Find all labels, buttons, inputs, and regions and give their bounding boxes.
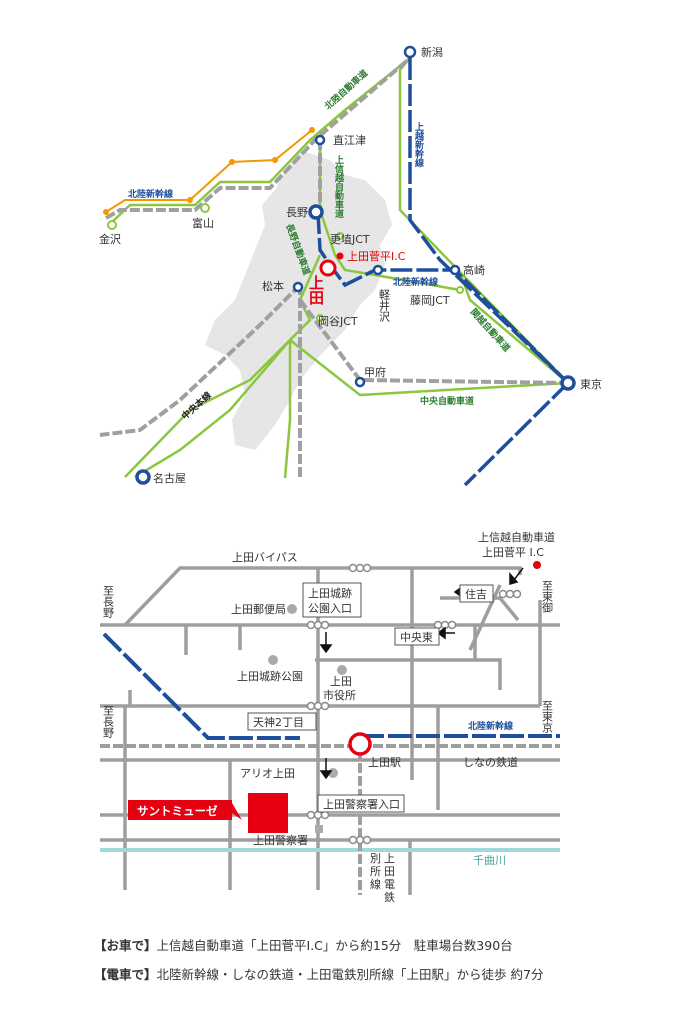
access-car-label: 【お車で】 bbox=[94, 938, 157, 953]
ueda-dentetsu-label: 上 田 電 鉄 bbox=[384, 852, 395, 904]
ic-marker bbox=[533, 561, 541, 569]
direction-to-tokyo: 至東京 bbox=[541, 700, 554, 734]
city-kofu: 甲府 bbox=[364, 365, 386, 379]
access-train-text: 北陸新幹線・しなの鉄道・上田電鉄別所線「上田駅」から徒歩 約7分 bbox=[156, 967, 544, 982]
label-chuo-expressway: 中央自動車道 bbox=[420, 395, 474, 407]
svg-text:線: 線 bbox=[370, 877, 381, 891]
chuo-expressway-south bbox=[283, 340, 292, 479]
town-label-river: 千曲川 bbox=[473, 854, 506, 867]
access-train-label: 【電車で】 bbox=[94, 967, 157, 982]
intersection-chuo-higashi: 中央東 bbox=[400, 631, 433, 644]
intersection-castle-entrance-2: 公園入口 bbox=[308, 602, 352, 615]
label-joetsu-shinkansen: 上越新幹線 bbox=[413, 121, 425, 168]
svg-text:電: 電 bbox=[384, 878, 395, 891]
road-ueda-bypass: 上田バイパス bbox=[232, 551, 298, 564]
area-stations bbox=[135, 45, 576, 485]
place-ario: アリオ上田 bbox=[240, 767, 295, 780]
ic-label-line2: 上田菅平 I.C bbox=[482, 546, 544, 559]
city-naoetsu: 直江津 bbox=[333, 133, 366, 147]
city-kanazawa: 金沢 bbox=[99, 232, 121, 246]
destination-label: サントミューゼ bbox=[137, 804, 218, 818]
suntomyuze-building bbox=[248, 793, 288, 833]
direction-to-nagano-mid: 至長野 bbox=[102, 705, 115, 738]
intersection-police-entrance: 上田警察署入口 bbox=[323, 797, 400, 811]
traffic-signals bbox=[306, 563, 522, 845]
svg-text:所: 所 bbox=[370, 865, 381, 878]
city-takasaki: 高崎 bbox=[463, 263, 485, 277]
town-ueda-station-marker bbox=[348, 732, 372, 756]
city-nagano: 長野 bbox=[286, 206, 308, 219]
jct-fujioka: 藤岡JCT bbox=[410, 294, 450, 307]
castle-park-marker bbox=[268, 655, 278, 665]
direction-to-nagano-top: 至長野 bbox=[102, 585, 115, 618]
city-matsumoto: 松本 bbox=[262, 279, 284, 293]
town-label-shinkansen: 北陸新幹線 bbox=[468, 720, 513, 732]
jct-koshoku: 更埴JCT bbox=[330, 232, 370, 246]
place-city-hall-2: 市役所 bbox=[323, 688, 356, 702]
access-by-train: 【電車で】北陸新幹線・しなの鉄道・上田電鉄別所線「上田駅」から徒歩 約7分 bbox=[94, 964, 543, 983]
ic-label-line1: 上信越自動車道 bbox=[478, 530, 555, 544]
hokuriku-line-orange bbox=[105, 129, 313, 213]
city-niigata: 新潟 bbox=[421, 45, 443, 59]
ueda-ic-marker bbox=[336, 252, 344, 260]
city-karuizawa: 軽井沢 bbox=[378, 289, 391, 323]
town-label-shinano: しなの鉄道 bbox=[463, 755, 518, 769]
place-ueda-station: 上田駅 bbox=[368, 756, 401, 769]
post-office-marker bbox=[287, 604, 297, 614]
hokuriku-expressway-line bbox=[111, 57, 411, 223]
place-police: 上田警察署 bbox=[253, 833, 308, 847]
access-car-text: 上信越自動車道「上田菅平I.C」から約15分 駐車場台数390台 bbox=[156, 938, 513, 953]
place-post-office: 上田郵便局 bbox=[231, 603, 286, 616]
intersection-tenjin: 天神2丁目 bbox=[253, 715, 304, 729]
city-tokyo: 東京 bbox=[580, 377, 602, 391]
police-marker bbox=[315, 825, 323, 833]
label-hokuriku-shinkansen-west: 北陸新幹線 bbox=[128, 188, 173, 200]
svg-text:鉄: 鉄 bbox=[384, 890, 395, 904]
jct-okaya: 岡谷JCT bbox=[318, 315, 358, 328]
intersection-castle-entrance-1: 上田城跡 bbox=[308, 586, 352, 600]
ic-ueda-sugadaira: 上田菅平I.C bbox=[347, 250, 406, 263]
town-shinkansen-left bbox=[102, 632, 300, 740]
city-nagoya: 名古屋 bbox=[153, 471, 186, 485]
intersection-sumiyoshi: 住吉 bbox=[465, 587, 487, 601]
city-hall-marker bbox=[337, 665, 347, 675]
city-ueda: 上田 bbox=[307, 275, 325, 306]
area-map: 新潟 直江津 長野 富山 金沢 更埴JCT 上田菅平I.C 松本 高崎 藤岡JC… bbox=[99, 45, 602, 487]
access-by-car: 【お車で】上信越自動車道「上田菅平I.C」から約15分 駐車場台数390台 bbox=[94, 935, 513, 954]
bessho-line-label: 別 所 線 bbox=[370, 852, 381, 891]
ueda-station-marker bbox=[319, 259, 337, 277]
label-hokuriku-shinkansen-east: 北陸新幹線 bbox=[393, 276, 438, 288]
place-castle-park: 上田城跡公園 bbox=[237, 669, 303, 683]
place-city-hall-1: 上田 bbox=[330, 675, 352, 688]
direction-to-higashi-mikado: 至東御 bbox=[541, 580, 554, 613]
svg-text:上: 上 bbox=[384, 852, 395, 865]
svg-text:田: 田 bbox=[384, 865, 395, 878]
label-joshinetsu-expressway: 上信越自動車道 bbox=[333, 154, 345, 219]
chuo-expressway-line bbox=[134, 338, 569, 479]
city-toyama: 富山 bbox=[192, 216, 214, 230]
svg-text:別: 別 bbox=[370, 852, 381, 865]
